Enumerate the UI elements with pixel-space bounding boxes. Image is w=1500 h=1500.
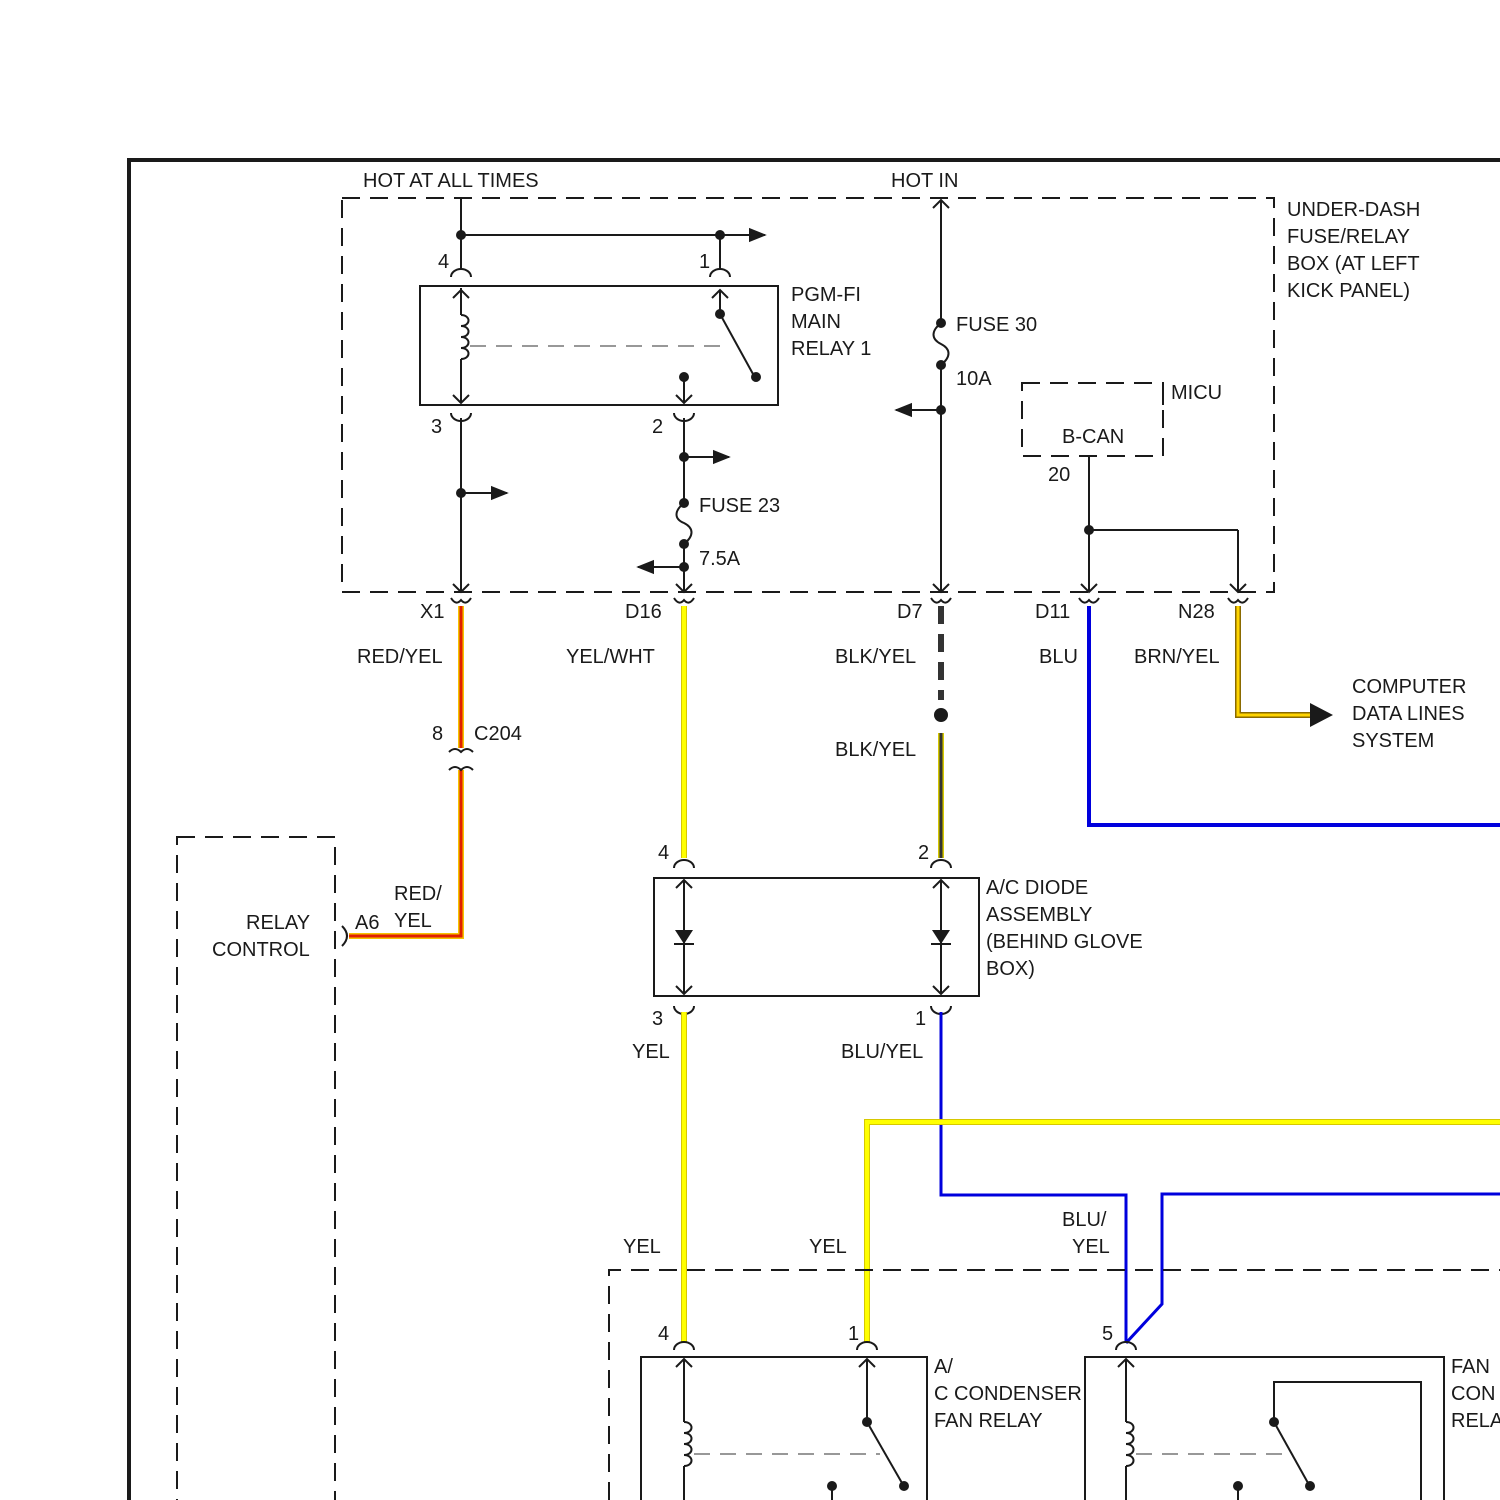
relay-control-label: RELAY CONTROL — [212, 912, 315, 961]
fan-control-relay — [1085, 1357, 1444, 1500]
micu-pin-20: 20 — [1048, 464, 1070, 486]
hot-at-all-times-label: HOT AT ALL TIMES — [363, 170, 539, 192]
b-can-wiring — [1081, 456, 1246, 592]
ac-relay-pin-1: 1 — [848, 1323, 859, 1345]
connector-n28: N28 — [1178, 601, 1215, 623]
wire-brn-yel — [1238, 606, 1333, 727]
wire-label-blk-yel-1: BLK/YEL — [835, 646, 916, 668]
connector-d16: D16 — [625, 601, 662, 623]
wire-label-yel-1: YEL — [632, 1041, 670, 1063]
relay-control-module — [177, 837, 335, 1500]
wire-yel-bus — [867, 1122, 1500, 1343]
ac-relay-pin-4: 4 — [658, 1323, 669, 1345]
relay-control-pin-a6: A6 — [355, 912, 379, 934]
fuse-23-icon — [677, 503, 692, 544]
fan-relay-pin-5-cup — [1116, 1342, 1136, 1350]
fuse-23-rating: 7.5A — [699, 548, 741, 570]
x1-circuit — [453, 418, 507, 592]
computer-data-arrow-icon — [1310, 703, 1333, 727]
fan-relay-pin-5: 5 — [1102, 1323, 1113, 1345]
ac-diode-assembly — [654, 878, 979, 996]
hot-feed-wiring — [451, 198, 765, 277]
hot-in-label: HOT IN — [891, 170, 958, 192]
main-relay-label: PGM-FI MAIN RELAY 1 — [791, 284, 871, 360]
diode-icon-right — [931, 880, 951, 994]
fuse-30-name: FUSE 30 — [956, 314, 1037, 336]
computer-data-lines-label: COMPUTER DATA LINES SYSTEM — [1352, 676, 1472, 752]
relay-pin-1: 1 — [699, 251, 710, 273]
micu-label: MICU — [1171, 382, 1222, 404]
wire-label-yel-wht: YEL/WHT — [566, 646, 655, 668]
ac-relay-top-pins — [674, 1342, 877, 1350]
relay-coil-icon — [453, 288, 469, 403]
fuse-30-icon — [934, 323, 949, 365]
fuse-box-label: UNDER-DASH FUSE/RELAY BOX (AT LEFT KICK … — [1287, 199, 1426, 302]
relay-control-pin-cup — [342, 926, 347, 946]
wire-label-blu-yel-split: BLU/ YEL — [1062, 1209, 1112, 1258]
connector-d7: D7 — [897, 601, 923, 623]
ac-relay-label: A/ C CONDENSER FAN RELAY — [934, 1356, 1087, 1432]
c204-pin-8: 8 — [432, 723, 443, 745]
relay-pin-4: 4 — [438, 251, 449, 273]
fuse-box-outline — [342, 198, 1274, 592]
wire-blk-yel — [934, 606, 948, 858]
wire-label-red-yel: RED/YEL — [357, 646, 443, 668]
diode-pin-1: 1 — [915, 1008, 926, 1030]
wire-label-yel-2: YEL — [623, 1236, 661, 1258]
fuse-30-rating: 10A — [956, 368, 992, 390]
fan-relay-label: FAN CON RELA — [1451, 1356, 1500, 1432]
wire-label-yel-3: YEL — [809, 1236, 847, 1258]
diode-top-pins — [674, 860, 951, 868]
wire-label-blu-yel: BLU/YEL — [841, 1041, 923, 1063]
wire-label-red-yel-split: RED/ YEL — [394, 883, 447, 932]
ac-relay-switch-icon — [827, 1359, 909, 1500]
b-can-label: B-CAN — [1062, 426, 1124, 448]
wire-label-brn-yel: BRN/YEL — [1134, 646, 1220, 668]
connector-x1: X1 — [420, 601, 444, 623]
wire-label-blu: BLU — [1039, 646, 1078, 668]
fan-relay-switch-icon — [1233, 1382, 1421, 1500]
relay-pin-2: 2 — [652, 416, 663, 438]
fuse-23-name: FUSE 23 — [699, 495, 780, 517]
diode-icon-left — [674, 880, 694, 994]
diode-bottom-pins — [674, 1006, 951, 1014]
wire-blu-yel — [941, 1012, 1500, 1343]
c204-label: C204 — [474, 723, 522, 745]
wire-label-blk-yel-2: BLK/YEL — [835, 739, 916, 761]
diode-pin-4: 4 — [658, 842, 669, 864]
fan-relay-coil-icon — [1118, 1359, 1134, 1500]
relay-pin-3: 3 — [431, 416, 442, 438]
connector-d11: D11 — [1035, 601, 1070, 623]
diode-pin-3: 3 — [652, 1008, 663, 1030]
fuse30-circuit — [896, 200, 949, 592]
ac-diode-label: A/C DIODE ASSEMBLY (BEHIND GLOVE BOX) — [986, 877, 1148, 980]
diode-pin-2: 2 — [918, 842, 929, 864]
c204-connector — [449, 749, 473, 770]
ac-relay-coil-icon — [676, 1359, 692, 1500]
fuse-box-connectors — [451, 598, 1248, 603]
